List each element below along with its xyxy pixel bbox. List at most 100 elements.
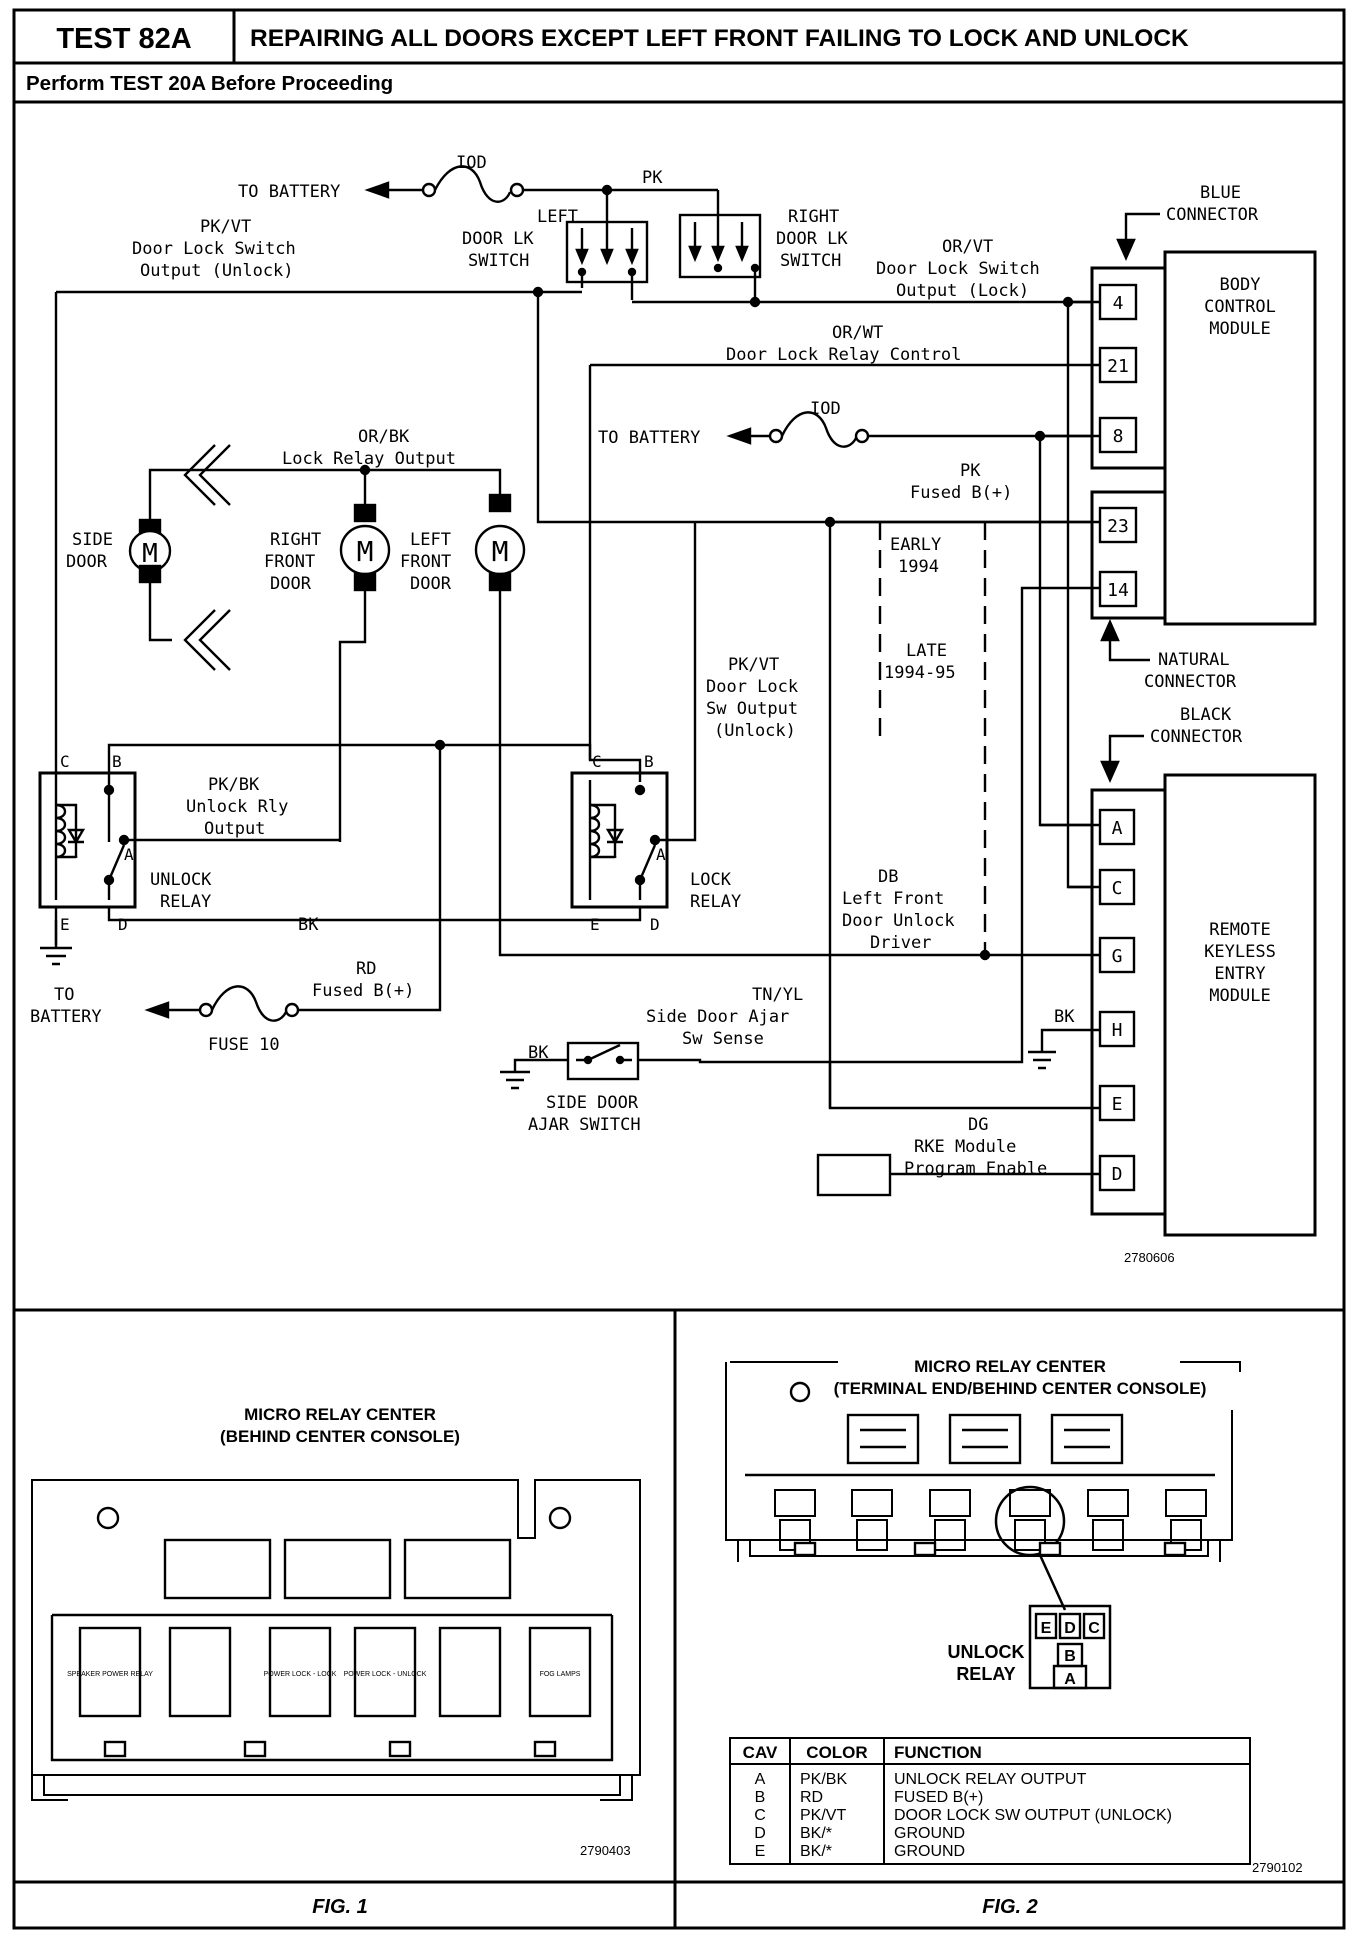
black-connector-label-1: BLACK [1180, 705, 1232, 725]
left-switch-label-3: SWITCH [468, 251, 529, 271]
pkvt-unlock-label-3: Output (Unlock) [140, 261, 294, 281]
rke-label-3: ENTRY [1214, 964, 1265, 984]
bcm-pin-23: 23 [1107, 516, 1129, 537]
fig1-title-2: (BEHIND CENTER CONSOLE) [220, 1427, 460, 1446]
fig2-pin-e: E [1041, 1620, 1052, 1637]
lock-relay: C B A E D LOCK RELAY [570, 752, 741, 934]
test-id: TEST 82A [56, 23, 191, 55]
table-cell: BK/* [800, 1843, 832, 1860]
orwt-label-2: Door Lock Relay Control [726, 345, 961, 365]
fig1-number: 2790403 [580, 1843, 631, 1858]
fig1-title-1: MICRO RELAY CENTER [244, 1405, 436, 1424]
db-label-3: Door Unlock [842, 911, 955, 931]
fig2-pin-c: C [1088, 1620, 1100, 1637]
early-label-1: EARLY [890, 535, 941, 555]
fig1-relay-fog: FOG LAMPS [540, 1671, 581, 1678]
fig2-relay-center-terminal: MICRO RELAY CENTER (TERMINAL END/BEHIND … [725, 1357, 1303, 1918]
lock-relay-label-2: RELAY [690, 892, 741, 912]
side-door-ajar-switch: BK SIDE DOOR AJAR SWITCH [500, 1041, 830, 1135]
table-cell: GROUND [894, 1825, 965, 1842]
late-label-2: 1994-95 [884, 663, 956, 683]
right-front-label-3: DOOR [270, 574, 312, 594]
bk-ajar-label: BK [528, 1043, 549, 1063]
schematic-fig-number: 2780606 [1124, 1250, 1175, 1265]
left-switch-label-1: LEFT [537, 207, 578, 227]
late-label-1: LATE [906, 641, 947, 661]
fig2-unlock-relay-2: RELAY [956, 1664, 1015, 1684]
black-connector-label-2: CONNECTOR [1150, 727, 1243, 747]
table-cell: UNLOCK RELAY OUTPUT [894, 1771, 1087, 1788]
bk-wire-label: BK [298, 915, 319, 935]
bcm-label-1: BODY [1220, 275, 1261, 295]
left-switch-label-2: DOOR LK [462, 229, 534, 249]
ajar-switch-label-1: SIDE DOOR [546, 1093, 639, 1113]
lock-relay-pin-b: B [644, 752, 654, 771]
wiring-schematic: TO BATTERY IOD PK LEFT DOOR LK SWITCH [30, 153, 1317, 1265]
to-battery-top-label: TO BATTERY [238, 182, 340, 202]
table-cell: B [755, 1789, 766, 1806]
unlock-relay-label-2: RELAY [160, 892, 211, 912]
dg-label-1: DG [968, 1115, 988, 1135]
pkvt-sw-label-2: Door Lock [706, 677, 798, 697]
table-cell: DOOR LOCK SW OUTPUT (UNLOCK) [894, 1807, 1172, 1824]
orvt-lock-label-3: Output (Lock) [896, 281, 1029, 301]
table-cell: PK/BK [800, 1771, 847, 1788]
dg-label-2: RKE Module [914, 1137, 1016, 1157]
ground-icon [500, 1070, 530, 1090]
page-title: REPAIRING ALL DOORS EXCEPT LEFT FRONT FA… [250, 25, 1189, 52]
db-label-1: DB [878, 867, 898, 887]
pkvt-unlock-label-1: PK/VT [200, 217, 251, 237]
right-front-label-1: RIGHT [270, 530, 321, 550]
page-subtitle: Perform TEST 20A Before Proceeding [26, 72, 393, 95]
table-cell: E [755, 1843, 766, 1860]
table-cell: RD [800, 1789, 823, 1806]
pkvt-sw-label-3: Sw Output [706, 699, 798, 719]
table-cell: BK/* [800, 1825, 832, 1842]
left-front-label-3: DOOR [410, 574, 452, 594]
table-cell: D [754, 1825, 766, 1842]
blue-connector-label-2: CONNECTOR [1166, 205, 1259, 225]
unlock-relay: C B A E D UNLOCK RELAY [38, 752, 212, 934]
pkbk-label-3: Output [204, 819, 265, 839]
blue-connector-label-1: BLUE [1200, 183, 1241, 203]
left-front-label-2: FRONT [400, 552, 451, 572]
fig1-relay-center: MICRO RELAY CENTER (BEHIND CENTER CONSOL… [31, 1405, 641, 1918]
pkvt-sw-label-1: PK/VT [728, 655, 779, 675]
tnyl-label-3: Sw Sense [682, 1029, 764, 1049]
cavity-table: CAV COLOR FUNCTION [729, 1737, 1251, 1865]
right-front-door-motor: M RIGHT FRONT DOOR [264, 503, 391, 842]
right-switch-label-3: SWITCH [780, 251, 841, 271]
body-control-module: 4 21 8 23 14 BODY CONTROL MODULE BLUE CO… [1090, 183, 1317, 692]
bk-h-label: BK [1054, 1007, 1075, 1027]
fig1-caption: FIG. 1 [312, 1896, 368, 1918]
motor-m-label: M [142, 539, 158, 569]
arrow-icon [144, 1001, 170, 1019]
right-front-label-2: FRONT [264, 552, 315, 572]
bcm-label-3: MODULE [1209, 319, 1270, 339]
bcm-pin-21: 21 [1107, 356, 1129, 377]
to-battery-bottom-label-2: BATTERY [30, 1007, 102, 1027]
orbk-label-2: Lock Relay Output [282, 449, 456, 469]
header: TEST 82A REPAIRING ALL DOORS EXCEPT LEFT… [12, 8, 1346, 1930]
rke-pin-g: G [1112, 946, 1123, 967]
lock-relay-pin-e: E [590, 915, 600, 934]
ground-icon [40, 946, 72, 966]
table-header-function: FUNCTION [894, 1743, 982, 1762]
unlock-relay-pin-b: B [112, 752, 122, 771]
connector-break-icon [183, 444, 231, 506]
fuse-iod-top [433, 165, 512, 203]
side-door-label-2: DOOR [66, 552, 108, 572]
to-battery-mid-label: TO BATTERY [598, 428, 700, 448]
fig1-relay-unlock: POWER LOCK - UNLOCK [344, 1671, 427, 1678]
dg-label-3: Program Enable [904, 1159, 1047, 1179]
ground-icon [1028, 1050, 1056, 1070]
table-header-color: COLOR [806, 1743, 867, 1762]
left-front-label-1: LEFT [410, 530, 451, 550]
orvt-lock-label-1: OR/VT [942, 237, 993, 257]
fig1-relay-speaker: SPEAKER POWER RELAY [67, 1671, 153, 1678]
motor-m-label: M [492, 535, 509, 568]
table-cell: C [754, 1807, 766, 1824]
lock-relay-pin-a: A [656, 845, 666, 864]
